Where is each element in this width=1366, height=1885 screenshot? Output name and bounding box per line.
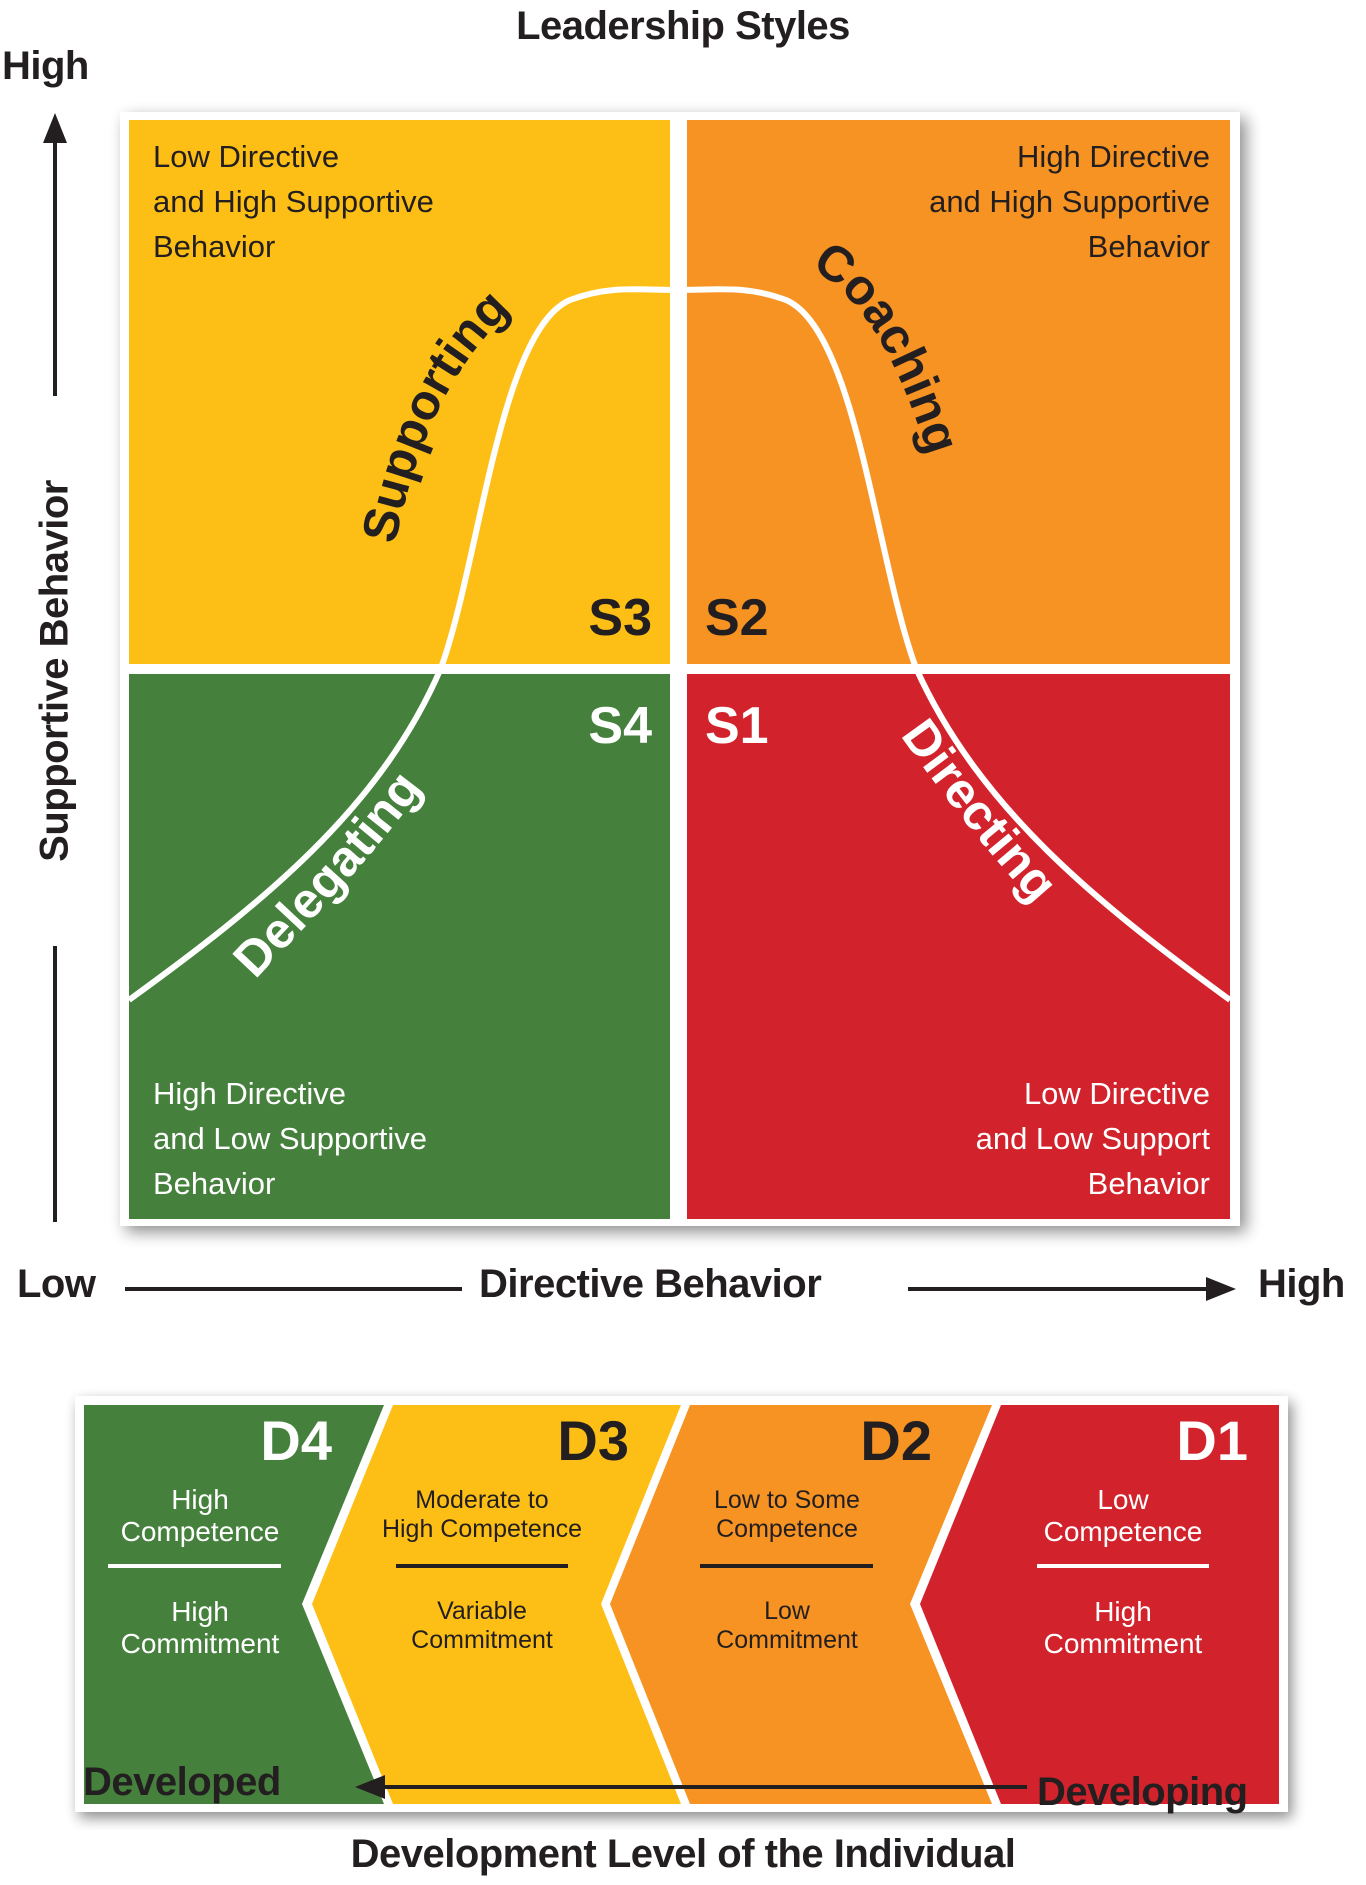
x-axis-high-label: High <box>1258 1262 1345 1306</box>
arrow-right-icon <box>1206 1277 1236 1301</box>
level-code-d1: D1 <box>1176 1409 1248 1472</box>
quadrant-s2-bg <box>687 120 1230 664</box>
quadrant-s4-bg <box>129 674 670 1219</box>
quadrant-s1-description: Low Directive and Low Support Behavior <box>975 1076 1210 1201</box>
quadrant-s4-description: High Directive and Low Supportive Behavi… <box>153 1076 428 1201</box>
segment-d1-bg <box>920 1405 1279 1804</box>
development-banner <box>75 1396 1288 1812</box>
level-code-d4: D4 <box>260 1409 332 1472</box>
segment-d2-bg <box>610 1405 992 1804</box>
leadership-grid: Supporting Coaching Delegating Directing <box>120 112 1240 1226</box>
quadrant-s3-description: Low Directive and High Supportive Behavi… <box>153 139 434 264</box>
style-code-s4: S4 <box>588 697 652 755</box>
level-code-d2: D2 <box>860 1409 932 1472</box>
level-d4-commitment: High Commitment <box>120 1596 280 1659</box>
level-d3-competence: Moderate to High Competence <box>381 1486 583 1543</box>
development-axis-arrow <box>355 1775 1027 1799</box>
quadrant-s2-description: High Directive and High Supportive Behav… <box>929 139 1210 264</box>
segment-d4-bg <box>84 1405 384 1804</box>
x-axis-low-label: Low <box>17 1262 96 1306</box>
development-axis-left-label: Developed <box>83 1760 281 1804</box>
level-d1-competence: Low Competence <box>1043 1484 1203 1547</box>
level-d3-commitment: Variable Commitment <box>411 1597 553 1654</box>
y-axis-arrow <box>43 113 67 1222</box>
level-d2-commitment: Low Commitment <box>716 1597 858 1654</box>
bell-curve <box>127 286 1232 1003</box>
level-d1-commitment: High Commitment <box>1043 1596 1203 1659</box>
development-axis-right-label: Developing <box>1037 1770 1248 1814</box>
style-code-s2: S2 <box>705 589 769 647</box>
diagram-title: Leadership Styles <box>516 4 850 48</box>
development-axis-title: Development Level of the Individual <box>350 1832 1016 1876</box>
arrow-up-icon <box>43 113 67 143</box>
x-axis-label: Directive Behavior <box>479 1262 822 1306</box>
level-d4-competence: High Competence <box>120 1484 280 1547</box>
x-axis-arrow <box>125 1277 1236 1301</box>
level-code-d3: D3 <box>557 1409 629 1472</box>
quadrant-s1-bg <box>687 674 1230 1219</box>
arrow-left-icon <box>355 1775 385 1799</box>
style-code-s1: S1 <box>705 697 769 755</box>
segment-d3-bg <box>312 1405 681 1804</box>
y-axis-high-label: High <box>2 44 89 88</box>
quadrant-s3-bg <box>129 120 670 664</box>
level-d2-competence: Low to Some Competence <box>714 1486 860 1543</box>
style-code-s3: S3 <box>588 589 652 647</box>
